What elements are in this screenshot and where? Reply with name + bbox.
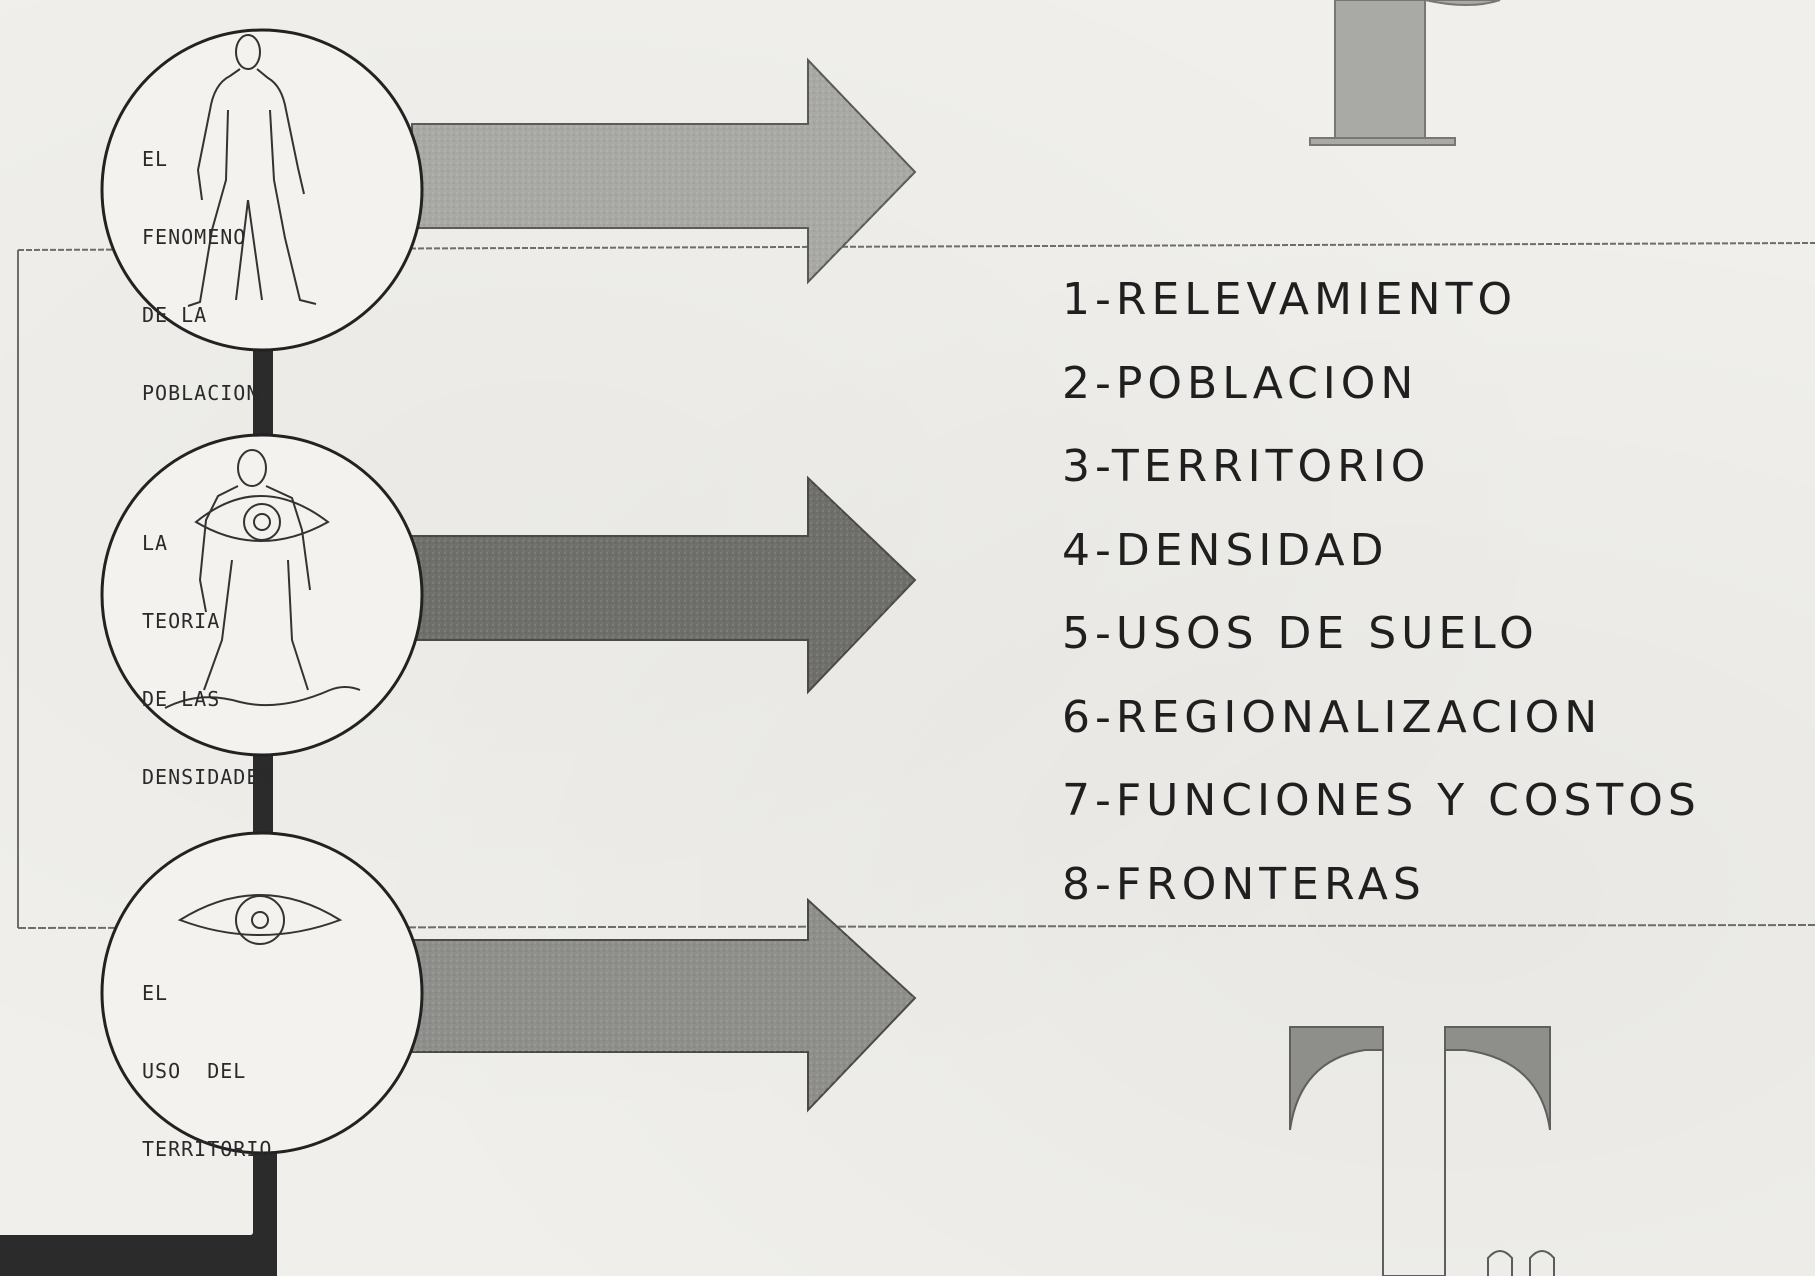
label-line: DENSIDADES	[142, 765, 273, 789]
circle-poblacion	[100, 28, 424, 352]
connector-bars	[0, 340, 277, 1276]
list-item: 3-TERRITORIO	[1062, 441, 1431, 492]
eye-figure-icon	[164, 449, 361, 709]
label-line: USO DEL	[142, 1059, 247, 1083]
list-item: 6-REGIONALIZACION	[1062, 691, 1603, 743]
label-line: TEORIA	[142, 609, 221, 633]
label-line: EL	[142, 147, 169, 171]
label-line: DE LA	[142, 303, 208, 327]
list-item: 1-RELEVAMIENTO	[1062, 274, 1518, 325]
label-line: LA	[142, 531, 169, 555]
eye-icon	[177, 894, 343, 945]
label-line: EL	[142, 981, 169, 1005]
decorative-letter-bottom	[1289, 1026, 1551, 1276]
circle-label-territorio: EL USO DEL TERRITORIO	[142, 928, 272, 1214]
list-item: 5-USOS DE SUELO	[1062, 608, 1539, 659]
list-item: 8-FRONTERAS	[1062, 858, 1426, 910]
circle-densidades	[100, 433, 424, 757]
list-item: 7-FUNCIONES Y COSTOS	[1062, 775, 1701, 826]
circle-label-poblacion: EL FENOMENO DE LA POBLACION	[142, 94, 259, 458]
label-line: DE LAS	[142, 687, 221, 711]
arrow-densidades	[411, 475, 917, 695]
label-line: FENOMENO	[142, 225, 247, 249]
list-item: 4-DENSIDAD	[1062, 524, 1389, 576]
topics-list: 1-RELEVAMIENTO 2-POBLACION 3-TERRITORIO …	[1062, 270, 1701, 938]
label-line: TERRITORIO	[142, 1137, 273, 1161]
arrow-territorio	[411, 897, 917, 1113]
human-figure-icon	[187, 34, 317, 307]
circle-label-densidades: LA TEORIA DE LAS DENSIDADES	[142, 478, 272, 842]
decorative-letter-top	[1309, 0, 1501, 146]
label-line: POBLACION	[142, 381, 260, 405]
arrow-poblacion	[411, 57, 917, 285]
circle-territorio	[100, 831, 424, 1155]
decorative-letters-nn	[1487, 1250, 1555, 1276]
list-item: 2-POBLACION	[1062, 357, 1419, 409]
